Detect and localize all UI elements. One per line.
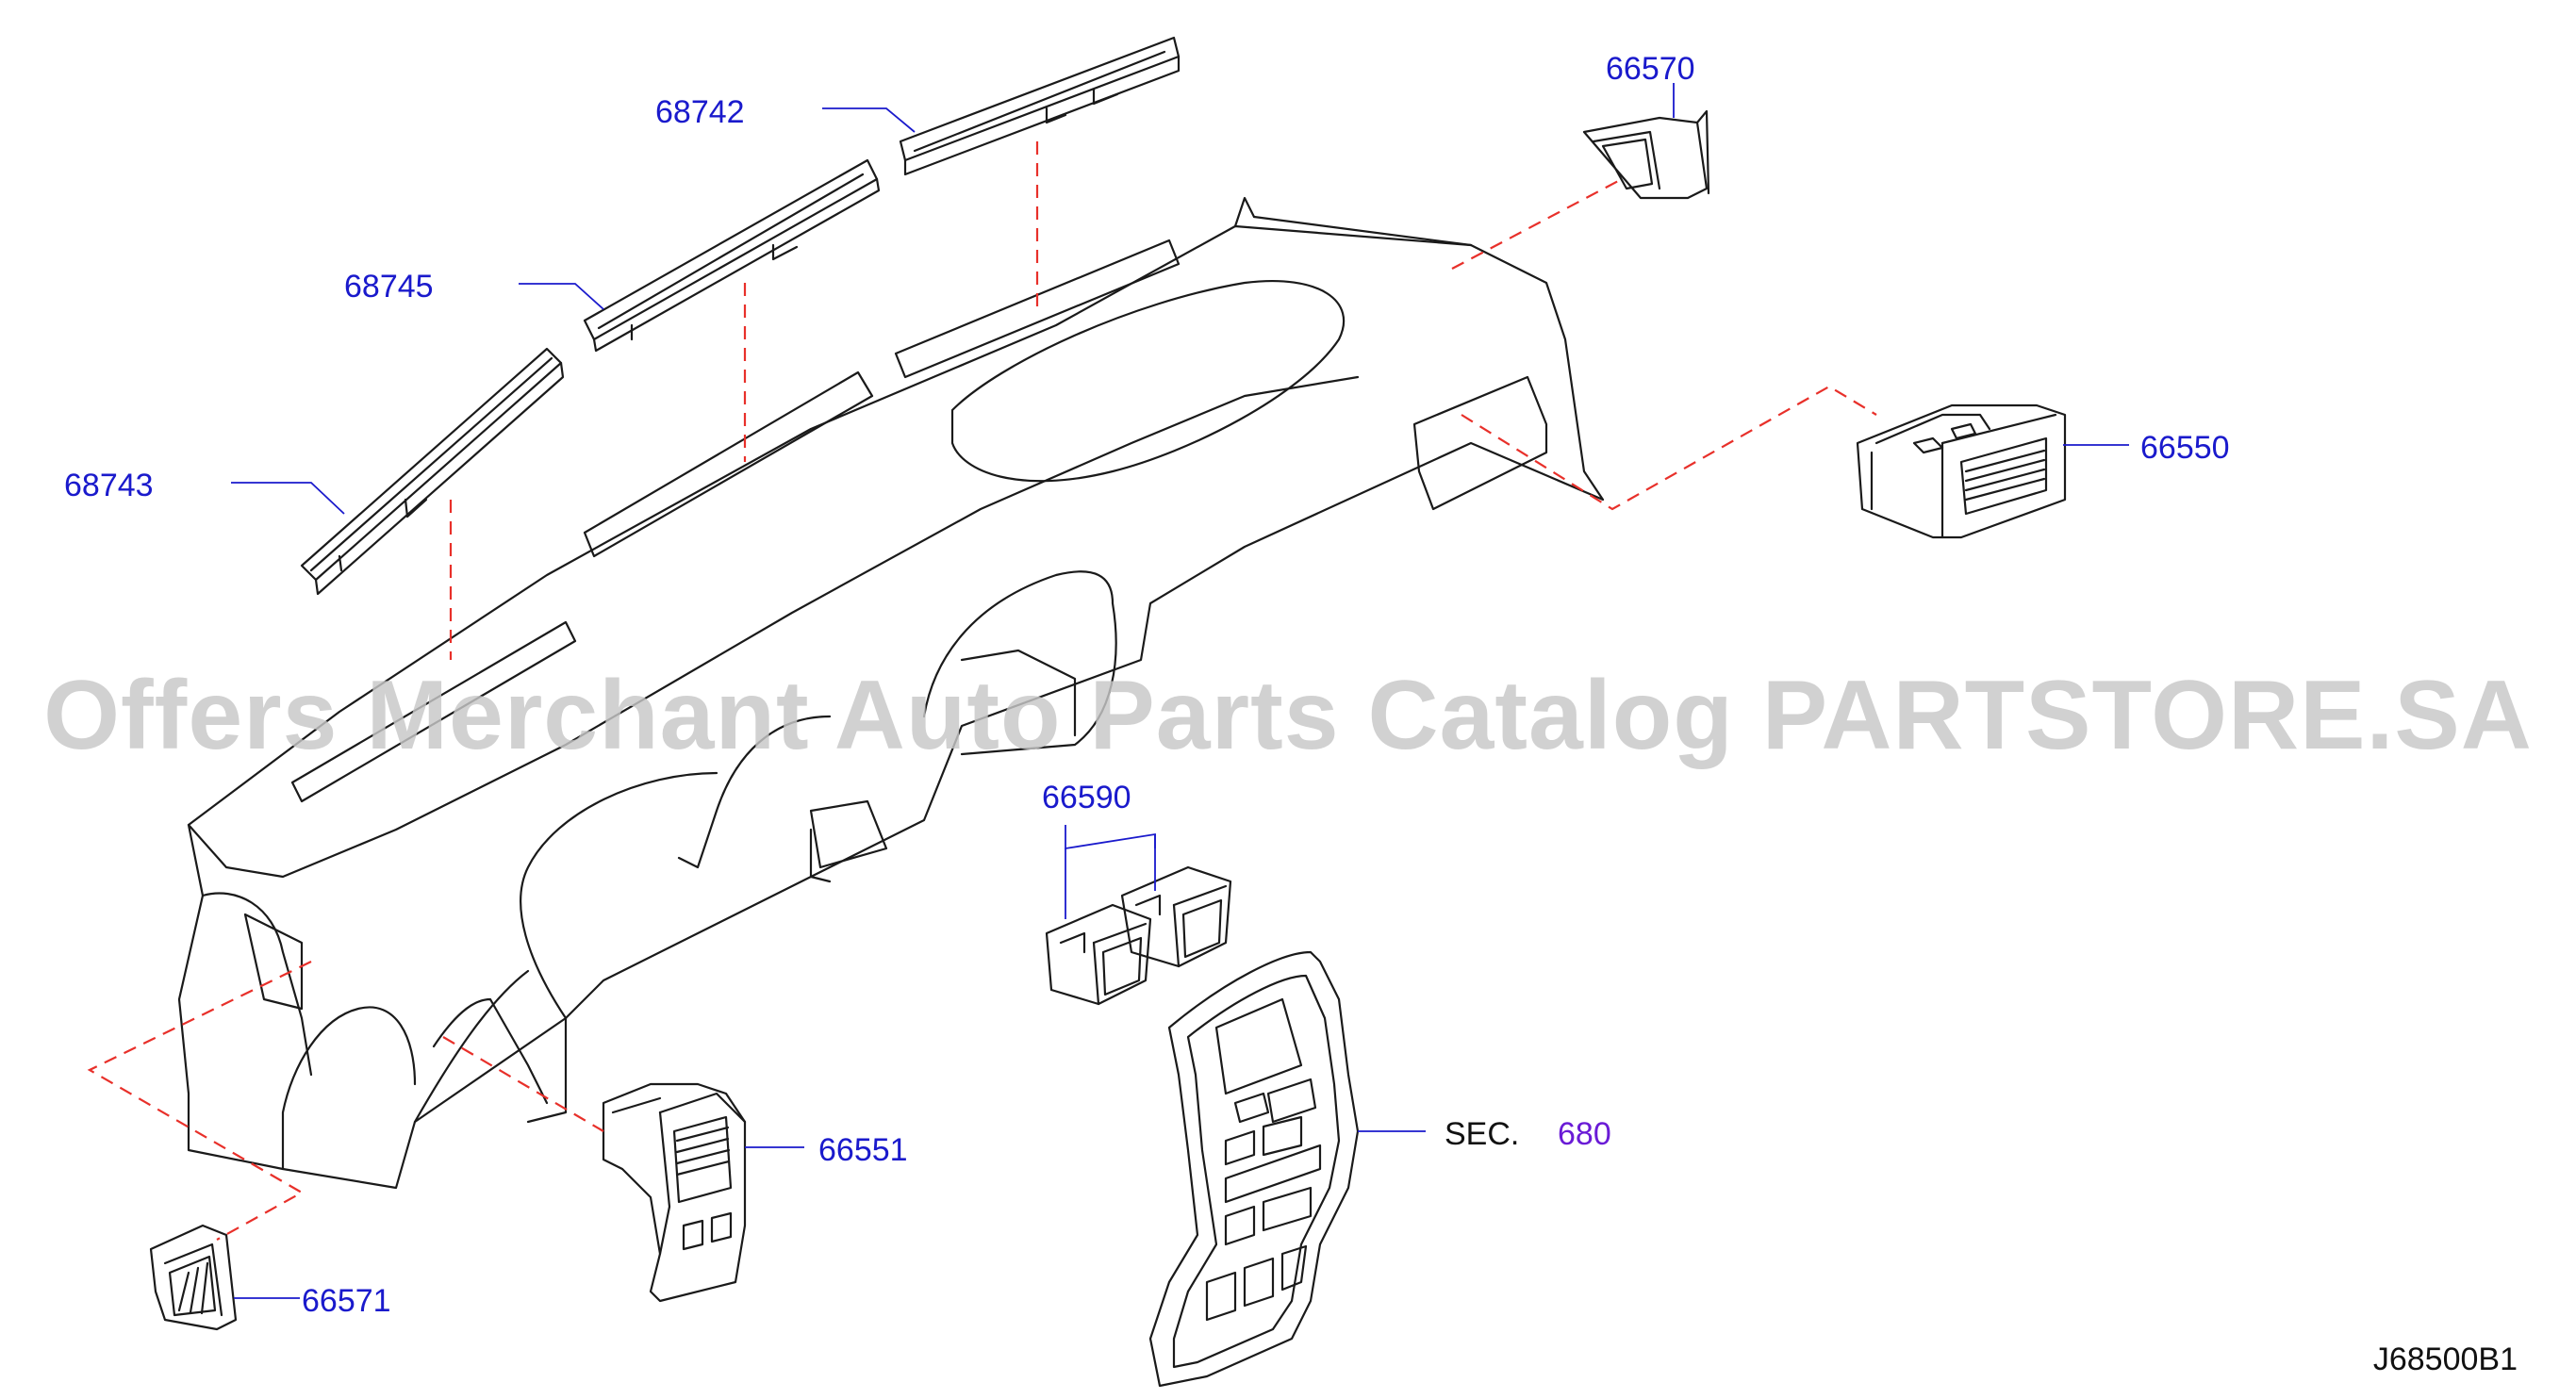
diagram-id: J68500B1 (2372, 1341, 2518, 1377)
callout-66590[interactable]: 66590 (1042, 780, 1131, 815)
defroster-nozzle-68745[interactable] (583, 158, 881, 353)
callout-66551[interactable]: 66551 (818, 1132, 908, 1168)
callout-68745[interactable]: 68745 (344, 269, 434, 304)
center-ventilator-66590-b[interactable] (1120, 865, 1232, 968)
defroster-nozzle-68743[interactable] (300, 347, 565, 596)
center-ventilator-66590-a[interactable] (1045, 903, 1152, 1006)
side-vent-66571[interactable] (149, 1224, 238, 1331)
leader-lines (231, 83, 2129, 1299)
instrument-panel (177, 196, 1605, 1190)
side-ventilator-66551[interactable] (602, 1082, 747, 1303)
section-ref-680-link[interactable]: 680 (1558, 1116, 1611, 1152)
callout-68743[interactable]: 68743 (64, 468, 154, 503)
center-cluster-bezel-sec680[interactable] (1148, 950, 1360, 1388)
callout-66570[interactable]: 66570 (1606, 51, 1695, 87)
side-vent-66570[interactable] (1582, 109, 1710, 200)
section-ref-prefix: SEC. (1445, 1116, 1520, 1152)
callout-66550[interactable]: 66550 (2140, 430, 2230, 466)
installation-guides (87, 141, 1877, 1241)
callout-66571[interactable]: 66571 (302, 1283, 391, 1319)
callout-68742[interactable]: 68742 (655, 94, 745, 130)
side-ventilator-66550[interactable] (1856, 403, 2067, 539)
defroster-nozzle-68742[interactable] (899, 36, 1181, 176)
